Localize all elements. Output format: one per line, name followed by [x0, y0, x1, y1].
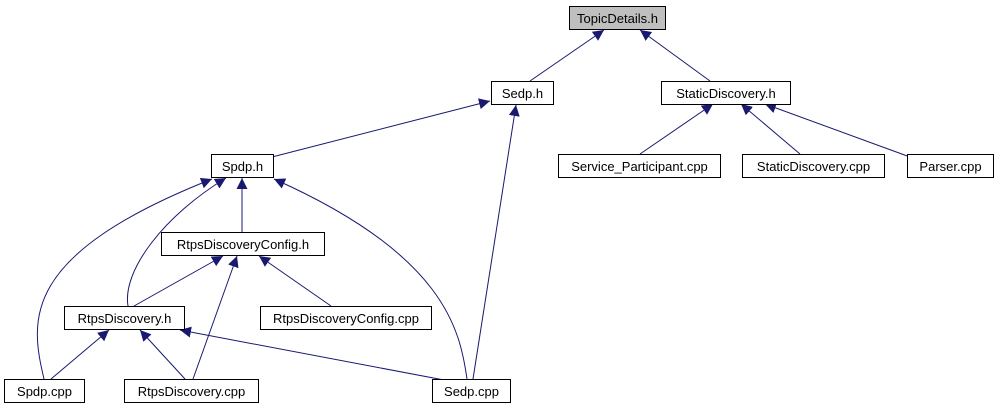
- edge-arrow: [36, 177, 213, 380]
- node-box: [260, 306, 432, 330]
- node-rtps-discovery-config-cpp[interactable]: RtpsDiscoveryConfig.cpp: [260, 306, 432, 330]
- node-label: TopicDetails.h: [577, 11, 658, 26]
- edge-arrow: [258, 255, 332, 307]
- node-box: [211, 154, 274, 178]
- node-label: Sedp.cpp: [444, 384, 499, 399]
- node-label: RtpsDiscovery.h: [78, 311, 172, 326]
- edge-rtps-discovery-cpp-to-rtps-discovery-config-h: [192, 255, 239, 380]
- node-box: [907, 154, 994, 178]
- node-label: StaticDiscovery.cpp: [757, 159, 870, 174]
- node-label: Spdp.cpp: [17, 384, 72, 399]
- edge-arrow: [639, 103, 714, 155]
- edge-rtps-discovery-h-to-spdp-h: [126, 177, 227, 307]
- node-sedp-h[interactable]: Sedp.h: [491, 81, 554, 105]
- edge-arrow: [271, 98, 491, 158]
- edge-sedp-cpp-to-rtps-discovery-h: [179, 326, 445, 381]
- edge-arrow: [764, 102, 911, 158]
- node-label: Spdp.h: [222, 159, 263, 174]
- edge-arrow: [179, 326, 445, 381]
- edge-arrow: [139, 329, 186, 380]
- node-spdp-h[interactable]: Spdp.h: [211, 154, 274, 178]
- edge-spdp-cpp-to-rtps-discovery-h: [50, 329, 110, 380]
- edge-sedp-h-to-topic-details-h: [529, 29, 605, 82]
- edge-arrow: [639, 29, 711, 82]
- node-rtps-discovery-config-h[interactable]: RtpsDiscoveryConfig.h: [161, 232, 325, 256]
- edges-layer: [36, 29, 911, 381]
- edge-service-participant-cpp-to-static-discovery-h: [639, 103, 714, 155]
- node-label: RtpsDiscoveryConfig.h: [177, 237, 309, 252]
- edge-rtps-discovery-cpp-to-rtps-discovery-h: [139, 329, 186, 380]
- node-box: [742, 154, 885, 178]
- node-box: [4, 379, 85, 403]
- edge-arrow: [133, 255, 224, 307]
- edge-parser-cpp-to-static-discovery-h: [764, 102, 911, 158]
- node-static-discovery-cpp[interactable]: StaticDiscovery.cpp: [742, 154, 885, 178]
- node-label: Parser.cpp: [919, 159, 981, 174]
- node-rtps-discovery-cpp[interactable]: RtpsDiscovery.cpp: [124, 379, 259, 403]
- node-label: Sedp.h: [502, 86, 543, 101]
- edge-arrow: [50, 329, 110, 380]
- node-box: [432, 379, 511, 403]
- node-rtps-discovery-h[interactable]: RtpsDiscovery.h: [64, 306, 185, 330]
- edge-rtps-discovery-h-to-rtps-discovery-config-h: [133, 255, 224, 307]
- node-static-discovery-h[interactable]: StaticDiscovery.h: [661, 81, 791, 105]
- node-box: [124, 379, 259, 403]
- edge-sedp-cpp-to-sedp-h: [472, 104, 520, 380]
- node-box: [661, 81, 791, 105]
- node-box: [64, 306, 185, 330]
- edge-arrow: [273, 178, 468, 380]
- edge-static-discovery-h-to-topic-details-h: [639, 29, 711, 82]
- node-box: [161, 232, 325, 256]
- edge-arrow: [192, 255, 239, 380]
- edge-spdp-h-to-sedp-h: [271, 98, 491, 158]
- node-label: RtpsDiscovery.cpp: [138, 384, 245, 399]
- node-box: [558, 154, 721, 178]
- node-label: StaticDiscovery.h: [676, 86, 775, 101]
- node-service-participant-cpp[interactable]: Service_Participant.cpp: [558, 154, 721, 178]
- node-label: RtpsDiscoveryConfig.cpp: [273, 311, 419, 326]
- edge-arrow: [529, 29, 605, 82]
- node-label: Service_Participant.cpp: [571, 159, 708, 174]
- edge-arrow: [472, 104, 520, 380]
- edge-arrow: [740, 103, 801, 155]
- node-topic-details-h[interactable]: TopicDetails.h: [569, 6, 666, 30]
- node-spdp-cpp[interactable]: Spdp.cpp: [4, 379, 85, 403]
- edge-rtps-discovery-config-cpp-to-rtps-discovery-config-h: [258, 255, 332, 307]
- node-sedp-cpp[interactable]: Sedp.cpp: [432, 379, 511, 403]
- edge-arrow: [126, 177, 227, 307]
- edge-sedp-cpp-to-spdp-h: [273, 178, 468, 380]
- node-box: [491, 81, 554, 105]
- edge-static-discovery-cpp-to-static-discovery-h: [740, 103, 801, 155]
- node-parser-cpp[interactable]: Parser.cpp: [907, 154, 994, 178]
- node-box: [569, 6, 666, 30]
- edge-spdp-cpp-to-spdp-h: [36, 177, 213, 380]
